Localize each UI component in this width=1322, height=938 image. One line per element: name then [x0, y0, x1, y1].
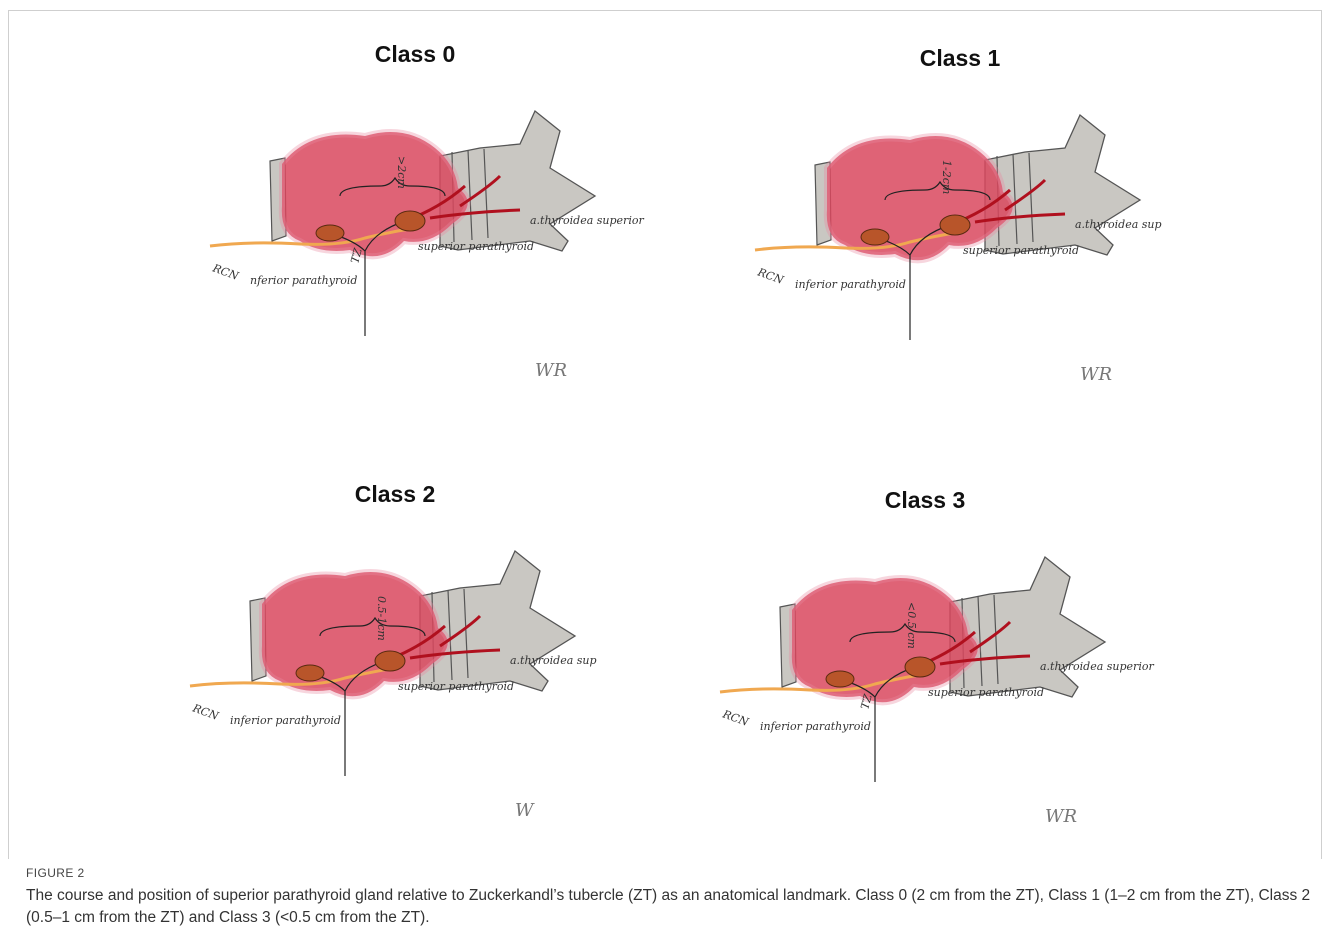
superior-parathyroid-label: superior parathyroid: [928, 686, 1044, 699]
inferior-parathyroid-label: inferior parathyroid: [760, 720, 871, 733]
trachea-body: [950, 557, 1105, 697]
figure-label: FIGURE 2: [26, 866, 85, 880]
superior-parathyroid-gland: [905, 657, 935, 677]
diagram-panel-class-2: Class 2 0.5-1cm RCN inferior: [170, 476, 640, 856]
inferior-parathyroid-label: nferior parathyroid: [250, 274, 357, 287]
artist-signature: WR: [1045, 806, 1077, 827]
distance-label: 1-2cm: [940, 160, 953, 194]
anatomy-drawing: Class 0 >2cm RCN TZ nferior pa: [190, 36, 660, 416]
distance-label: 0.5-1cm: [375, 596, 388, 641]
nerve-label: RCN: [755, 265, 785, 287]
artery-label: a.thyroidea sup: [510, 654, 597, 667]
panel-title: Class 2: [355, 481, 436, 507]
trachea-body: [420, 551, 575, 691]
artery-label: a.thyroidea sup: [1075, 218, 1162, 231]
anatomy-drawing: Class 3 <0.5 cm RCN TZ inferio: [700, 482, 1170, 862]
diagram-panel-class-1: Class 1 1-2cm RCN inferior pa: [735, 40, 1205, 420]
nerve-label: RCN: [210, 261, 240, 283]
artist-signature: WR: [1080, 364, 1112, 385]
diagram-panel-class-0: Class 0 >2cm RCN TZ nferior pa: [190, 36, 660, 416]
inferior-parathyroid-gland: [296, 665, 324, 681]
superior-parathyroid-label: superior parathyroid: [398, 680, 514, 693]
artist-signature: W: [515, 800, 535, 821]
distance-label: >2cm: [395, 156, 408, 189]
distance-label: <0.5 cm: [905, 602, 918, 649]
artery-label: a.thyroidea superior: [530, 214, 644, 227]
diagram-panel-class-3: Class 3 <0.5 cm RCN TZ inferio: [700, 482, 1170, 862]
panel-title: Class 0: [375, 41, 456, 67]
nerve-label: RCN: [720, 707, 750, 729]
superior-parathyroid-gland: [940, 215, 970, 235]
trachea-body: [440, 111, 595, 251]
superior-parathyroid-label: superior parathyroid: [418, 240, 534, 253]
anatomy-drawing: Class 1 1-2cm RCN inferior pa: [735, 40, 1205, 420]
inferior-parathyroid-gland: [316, 225, 344, 241]
trachea-body: [985, 115, 1140, 255]
inferior-parathyroid-gland: [861, 229, 889, 245]
inferior-parathyroid-gland: [826, 671, 854, 687]
nerve-label: RCN: [190, 701, 220, 723]
superior-parathyroid-gland: [395, 211, 425, 231]
panel-title: Class 1: [920, 45, 1001, 71]
superior-parathyroid-label: superior parathyroid: [963, 244, 1079, 257]
superior-parathyroid-gland: [375, 651, 405, 671]
inferior-parathyroid-label: inferior parathyroid: [230, 714, 341, 727]
artery-label: a.thyroidea superior: [1040, 660, 1154, 673]
figure-caption: The course and position of superior para…: [26, 885, 1316, 929]
panel-title: Class 3: [885, 487, 966, 513]
artist-signature: WR: [535, 360, 567, 381]
anatomy-drawing: Class 2 0.5-1cm RCN inferior: [170, 476, 640, 856]
inferior-parathyroid-label: inferior parathyroid: [795, 278, 906, 291]
